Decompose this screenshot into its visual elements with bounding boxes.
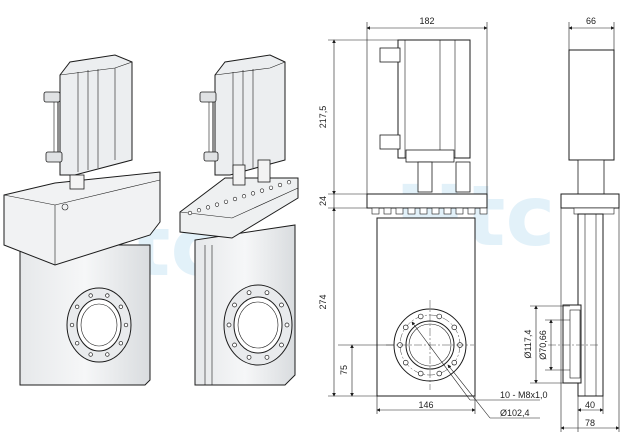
- bolt-hole: [223, 199, 229, 204]
- bolt-hole: [75, 304, 80, 309]
- bolt-head: [467, 207, 476, 215]
- dimension-labels: 182 66 217,5 24 274 75 146 10 - M8x1,0 Ø…: [318, 16, 596, 428]
- actuator-front: [397, 39, 471, 159]
- bolt-hole: [88, 293, 93, 298]
- dim-bolt-pattern: 10 - M8x1,0: [500, 390, 548, 400]
- bolt-hole: [118, 341, 123, 346]
- bolt-hole: [232, 342, 237, 348]
- dim-flange-thickness: 24: [318, 196, 328, 206]
- dimension-lines: [328, 22, 620, 432]
- bolt-hole: [279, 302, 284, 308]
- bolt-hole: [105, 293, 110, 298]
- bolt-hole: [286, 180, 292, 185]
- bolt-hole: [69, 322, 75, 328]
- dim-overall-depth: 78: [585, 418, 595, 428]
- bolt-head: [419, 207, 428, 215]
- bolt-hole: [241, 194, 247, 199]
- bolt-hole: [264, 354, 270, 360]
- bolt-hole: [402, 359, 409, 366]
- dim-actuator-width: 66: [586, 16, 596, 26]
- bolt-hole: [205, 205, 211, 210]
- iso-view-cutaway: [179, 54, 299, 386]
- dim-body-width: 146: [418, 400, 433, 410]
- front-orthographic-view: [366, 39, 488, 397]
- dim-bore-diameter: Ø70,66: [538, 330, 548, 360]
- bolt-hole: [417, 370, 424, 377]
- bolt-hole: [451, 324, 458, 331]
- bolt-hole: [226, 322, 232, 328]
- bolt-hole: [277, 182, 283, 188]
- bolt-hole: [88, 352, 93, 357]
- bolt-hole: [246, 290, 252, 296]
- actuator-side: [568, 49, 615, 161]
- bolt-head: [443, 207, 452, 215]
- bolt-hole: [123, 322, 129, 328]
- bolt-head: [407, 207, 416, 215]
- body-side: [577, 213, 604, 397]
- bolt-head: [431, 207, 440, 215]
- bolt-hole: [284, 322, 290, 328]
- port-flange-left: [66, 287, 132, 363]
- dim-outer-diameter: Ø117,4: [523, 330, 533, 359]
- bolt-head: [371, 207, 380, 215]
- bolt-hole: [250, 191, 256, 196]
- port-flange-middle: [223, 284, 293, 366]
- bolt-hole: [75, 341, 80, 346]
- dim-body-height: 274: [318, 294, 328, 309]
- bolt-hole: [232, 302, 237, 308]
- bolt-hole: [232, 196, 238, 202]
- bolt-hole: [118, 304, 123, 309]
- actuator-left: [43, 54, 133, 190]
- bolt-hole: [105, 352, 110, 357]
- bolt-hole: [436, 313, 443, 320]
- bolt-hole: [246, 354, 252, 360]
- actuator-middle: [199, 54, 286, 186]
- dim-body-depth: 40: [585, 400, 595, 410]
- bolt-hole: [279, 342, 284, 348]
- bolt-hole: [402, 324, 409, 331]
- bolt-head: [383, 207, 392, 215]
- bolt-hole: [451, 359, 458, 366]
- bolt-hole: [196, 208, 202, 213]
- dim-overall-width: 182: [419, 16, 434, 26]
- bolt-hole: [187, 210, 193, 216]
- dim-actuator-height: 217,5: [318, 106, 328, 129]
- bolt-hole: [436, 370, 443, 377]
- bolt-hole: [417, 313, 424, 320]
- bolt-hole: [259, 188, 265, 193]
- body-front: [376, 217, 476, 397]
- flange-plate-middle: [179, 177, 299, 239]
- iso-view-front: [3, 54, 161, 386]
- bolt-head: [455, 207, 464, 215]
- flange-front: [366, 193, 488, 209]
- bolt-hole: [214, 202, 220, 207]
- bolt-head: [479, 207, 488, 215]
- dim-bolt-circle: Ø102,4: [500, 408, 530, 418]
- bolt-hole: [268, 185, 274, 190]
- side-orthographic-view: [548, 49, 620, 397]
- bolt-head: [395, 207, 404, 215]
- bolt-hole: [264, 290, 270, 296]
- dim-port-center-height: 75: [339, 365, 349, 375]
